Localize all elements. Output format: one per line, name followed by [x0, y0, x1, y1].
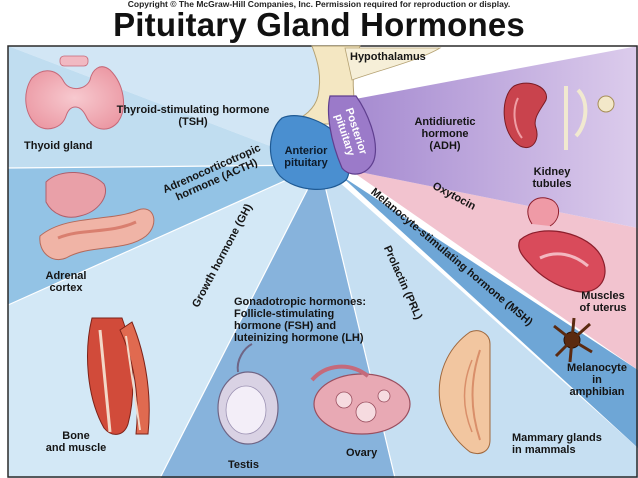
thyroid-illustration: [25, 55, 125, 130]
tsh-sector: [8, 46, 330, 165]
mammary-label-line-2: in mammals: [512, 444, 576, 456]
uterus-illustration: [518, 197, 606, 293]
anterior-pituitary-label: Anterior pituitary: [280, 145, 332, 169]
uterus-label-line-2: of uterus: [579, 302, 627, 314]
melanocyte-illustration: [553, 317, 593, 363]
tsh-label-line-1: Thyroid-stimulating hormone: [116, 104, 270, 116]
copyright-notice: Copyright © The McGraw-Hill Companies, I…: [127, 0, 511, 9]
adh-label-line-3: (ADH): [429, 140, 461, 152]
uterus-label-line-1: Muscles: [581, 290, 625, 302]
thyroid-gland-label: Thyoid gland: [24, 140, 93, 152]
adh-label-line-2: hormone: [421, 128, 469, 140]
anterior-pituitary-shape: [269, 115, 350, 190]
melanocyte-label-line-1: Melanocyte: [567, 362, 627, 374]
kidney-illustration: [503, 82, 615, 150]
gonadotropic-label-line-2: Follicle-stimulating: [234, 308, 335, 320]
testis-illustration: [217, 343, 279, 445]
melanocyte-label: Melanocyte in amphibian: [562, 362, 632, 398]
hypothalamus-label: Hypothalamus: [350, 51, 426, 63]
bone-muscle-illustration: [87, 317, 150, 435]
melanocyte-label-line-3: amphibian: [569, 386, 625, 398]
mammary-illustration: [438, 330, 491, 454]
anterior-label-line-2: pituitary: [284, 157, 328, 169]
posterior-pituitary-shape: [327, 95, 376, 175]
testis-label: Testis: [228, 459, 259, 471]
kidney-label-line-2: tubules: [532, 178, 572, 190]
tsh-label-line-2: (TSH): [178, 116, 208, 128]
sector-dividers: [7, 164, 396, 478]
adrenal-label-line-1: Adrenal: [45, 270, 87, 282]
kidney-tubules-label: Kidney tubules: [522, 166, 582, 190]
adrenal-illustration: [39, 171, 155, 260]
gh-sector: [8, 165, 320, 478]
bone-label-line-2: and muscle: [45, 442, 107, 454]
uterus-muscles-label: Muscles of uterus: [572, 290, 634, 314]
bone-label-line-1: Bone: [62, 430, 90, 442]
gonadotropic-label-line-1: Gonadotropic hormones:: [234, 296, 366, 308]
adrenal-label-line-2: cortex: [49, 282, 83, 294]
tsh-sector-lower: [8, 46, 320, 168]
mammary-glands-label: Mammary glands in mammals: [512, 432, 602, 456]
oxytocin-sector: [350, 170, 638, 370]
tsh-label: Thyroid-stimulating hormone (TSH): [108, 104, 278, 128]
page-title: Pituitary Gland Hormones: [113, 6, 525, 43]
kidney-label-line-1: Kidney: [533, 166, 571, 178]
adh-label-line-1: Antidiuretic: [414, 116, 476, 128]
ovary-illustration: [310, 364, 411, 435]
hypothalamus-fold: [344, 47, 442, 81]
ovary-label: Ovary: [346, 447, 378, 459]
bone-muscle-label: Bone and muscle: [36, 430, 116, 454]
gonadotropic-label-line-4: luteinizing hormone (LH): [234, 332, 364, 344]
adh-label: Antidiuretic hormone (ADH): [410, 116, 480, 152]
msh-sector: [340, 175, 638, 448]
anterior-label-line-1: Anterior: [284, 145, 328, 157]
mammary-label-line-1: Mammary glands: [512, 432, 602, 444]
gonadotropic-label: Gonadotropic hormones: Follicle-stimulat…: [234, 296, 366, 344]
adrenal-cortex-label: Adrenal cortex: [36, 270, 96, 294]
melanocyte-label-line-2: in: [592, 374, 602, 386]
gonadotropic-label-line-3: hormone (FSH) and: [234, 320, 337, 332]
